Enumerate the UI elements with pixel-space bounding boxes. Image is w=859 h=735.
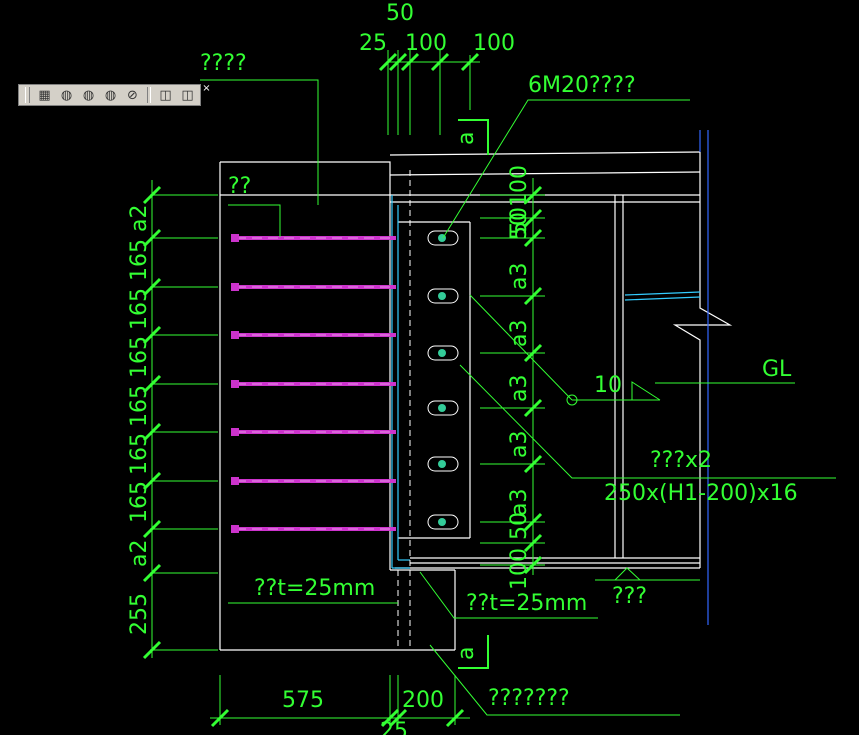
dim-mid-100-bottom: 100 [507, 548, 532, 590]
label-top-left-note: ???? [200, 51, 247, 76]
bolt [438, 518, 446, 526]
dim-mid-a3: a3 [507, 489, 532, 516]
dim-mid-50100: 50100 [507, 165, 532, 235]
label-plate-note2: 250x(H1-200)x16 [604, 481, 798, 506]
anchor-rod-end [231, 234, 239, 242]
anchor-rod-end [231, 283, 239, 291]
dim-left-165: 165 [127, 385, 152, 427]
label-plate-note1: ???x2 [650, 448, 712, 473]
dim-top-50: 50 [386, 1, 414, 26]
dim-left-165: 165 [127, 336, 152, 378]
dim-left-a2-top: a2 [127, 205, 152, 232]
bolt-slot [427, 456, 459, 472]
sphere-add-icon[interactable]: ◍ [82, 87, 95, 103]
label-support-note: ??? [612, 584, 647, 609]
dim-left-255: 255 [127, 593, 152, 635]
dim-left-165: 165 [127, 239, 152, 281]
bolt-slot [427, 345, 459, 361]
dim-mid-a3: a3 [507, 320, 532, 347]
bolt [438, 460, 446, 468]
bolt-slot [427, 230, 459, 246]
bolt-slot [427, 514, 459, 530]
close-icon[interactable]: × [201, 83, 212, 94]
dim-mid-50: 50 [507, 212, 532, 240]
dim-left-165: 165 [127, 433, 152, 475]
label-gl: GL [762, 357, 792, 382]
dim-top-25: 25 [359, 31, 387, 56]
dim-bottom-200: 200 [402, 688, 444, 713]
dim-top-100b: 100 [473, 31, 515, 56]
dim-mid-a3: a3 [507, 375, 532, 402]
label-plate-bottom: ??t=25mm [466, 591, 587, 616]
anchor-rod-end [231, 380, 239, 388]
anchor-rod-end [231, 525, 239, 533]
bolt [438, 292, 446, 300]
label-weld-size: 10 [594, 373, 622, 398]
sphere-remove-icon[interactable]: ◍ [104, 87, 117, 103]
dim-left-165: 165 [127, 288, 152, 330]
view-toolbar[interactable]: ▦ ◍ ◍ ◍ ⊘ ◫ ◫ × [18, 83, 212, 106]
dim-mid-a3: a3 [507, 263, 532, 290]
toolbar-grip[interactable] [25, 87, 30, 103]
box-settings-icon[interactable]: ◫ [181, 87, 194, 103]
view-cube-icon[interactable]: ▦ [38, 87, 51, 103]
anchor-rod-end [231, 428, 239, 436]
dim-mid-a3: a3 [507, 431, 532, 458]
anchor-rod-end [231, 331, 239, 339]
dim-mid-50-bottom: 50 [507, 512, 532, 540]
dim-bottom-25: 25 [380, 719, 408, 735]
label-plate-left: ??t=25mm [254, 576, 375, 601]
label-bottom-note: ??????? [488, 686, 570, 711]
label-section-a-top: a [454, 132, 479, 145]
bolt [438, 404, 446, 412]
bolt [438, 349, 446, 357]
sphere-icon[interactable]: ◍ [60, 87, 73, 103]
dim-bottom-575: 575 [282, 688, 324, 713]
dim-top-100a: 100 [405, 31, 447, 56]
label-bolt-note: 6M20???? [528, 73, 636, 98]
anchor-rod-end [231, 477, 239, 485]
box-icon[interactable]: ◫ [159, 87, 172, 103]
toolbar-separator [147, 87, 151, 103]
label-section-a-bottom: a [454, 647, 479, 660]
bolt-slot [427, 288, 459, 304]
label-left-note: ?? [228, 174, 251, 199]
bolt-slot [427, 400, 459, 416]
dim-left-165: 165 [127, 481, 152, 523]
sphere-slash-icon[interactable]: ⊘ [127, 87, 138, 103]
dim-left-a2-bottom: a2 [127, 540, 152, 567]
